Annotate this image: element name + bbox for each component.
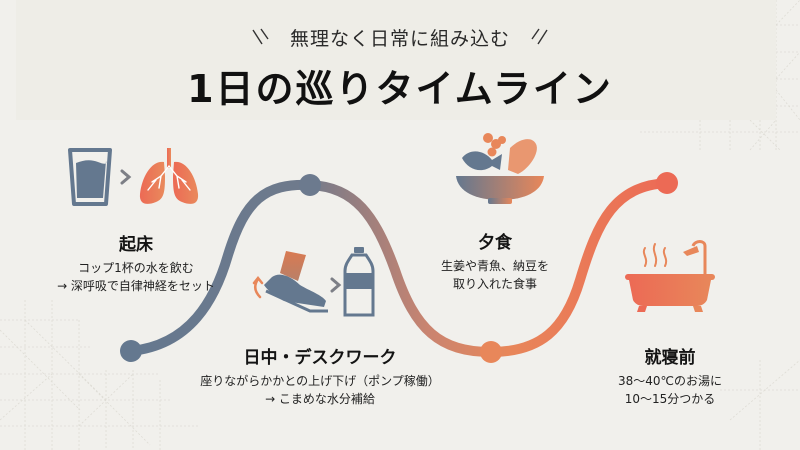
step-description-line: 座りながらかかとの上げ下げ（ポンプ稼働） xyxy=(200,374,440,388)
step-title: 起床 xyxy=(119,235,153,255)
step-title: 夕食 xyxy=(478,233,512,253)
step-description-line: 生姜や青魚、納豆を xyxy=(440,259,549,273)
step-description-line: → 深呼吸で自律神経をセット xyxy=(57,279,215,293)
step-wake-up: 起床 コップ1杯の水を飲む → 深呼吸で自律神経をセット xyxy=(46,230,226,295)
step-daytime-desk-work: 日中・デスクワーク 座りながらかかとの上げ下げ（ポンプ稼働） → こまめな水分補… xyxy=(180,343,460,408)
heel-raise-shoe-icon xyxy=(252,251,328,313)
emphasis-slash-right-icon xyxy=(531,28,548,45)
step-description-line: 取り入れた食事 xyxy=(452,277,537,291)
daytime-icons xyxy=(252,247,375,317)
header-panel xyxy=(16,0,776,120)
steam-icon xyxy=(642,243,668,267)
bathtub-icon xyxy=(625,240,715,312)
subtitle: 無理なく日常に組み込む xyxy=(289,27,510,50)
shower-head-icon xyxy=(691,240,707,280)
timeline-node-before-bed xyxy=(656,172,678,194)
timeline-node-daytime xyxy=(299,174,321,196)
food-bowl-icon xyxy=(456,133,544,204)
subtitle-row: 無理なく日常に組み込む xyxy=(0,22,800,52)
emphasis-slash-left-icon xyxy=(252,28,269,45)
natto-icon xyxy=(508,139,537,174)
lungs-icon xyxy=(139,148,199,204)
step-description-line: コップ1杯の水を飲む xyxy=(78,261,194,275)
step-title: 日中・デスクワーク xyxy=(243,348,397,368)
step-description-line: 38〜40℃のお湯に xyxy=(617,374,723,388)
step-description-line: 10〜15分つかる xyxy=(624,392,716,406)
step-description-line: → こまめな水分補給 xyxy=(265,392,375,406)
step-before-bed: 就寝前 38〜40℃のお湯に 10〜15分つかる xyxy=(600,343,740,408)
water-glass-icon xyxy=(68,148,112,206)
chevron-right-icon xyxy=(120,169,132,185)
step-title: 就寝前 xyxy=(644,348,696,368)
timeline-node-dinner xyxy=(480,341,502,363)
page-title: 1日の巡りタイムライン xyxy=(187,67,613,111)
wake-up-icons xyxy=(68,148,199,206)
water-bottle-icon xyxy=(343,247,375,317)
fish-icon xyxy=(462,151,502,171)
chevron-right-icon xyxy=(330,277,342,293)
step-dinner: 夕食 生姜や青魚、納豆を 取り入れた食事 xyxy=(410,228,580,293)
timeline-node-wake-up xyxy=(120,340,142,362)
ginger-icon xyxy=(483,133,506,157)
